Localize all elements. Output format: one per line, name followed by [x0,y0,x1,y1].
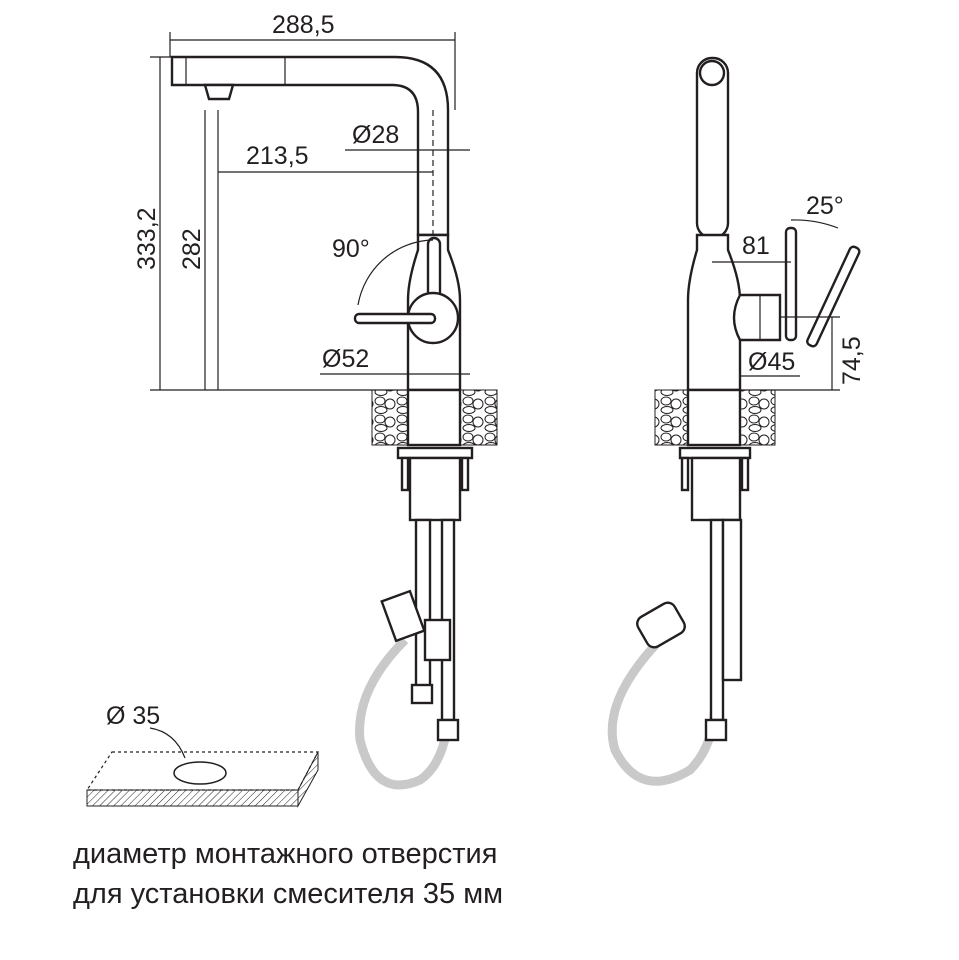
dim-handle-diameter: Ø45 [748,348,795,376]
dim-total-reach: 288,5 [272,11,335,39]
dim-aerator-reach: 213,5 [246,142,309,170]
dim-handle-angle: 90° [332,235,370,263]
caption-line-1: диаметр монтажного отверстия [73,838,498,870]
side-dimensions: 81 25° Ø45 74,5 [712,192,866,391]
dim-spout-diameter: Ø28 [352,121,399,149]
dim-handle-reach: 81 [742,232,770,260]
dim-spout-height: 282 [178,228,206,270]
caption-line-2: для установки смесителя 35 мм [73,878,504,910]
dim-handle-height: 74,5 [838,336,866,385]
dim-handle-tilt: 25° [806,192,844,220]
front-dimensions: 288,5 Ø28 213,5 333,2 282 90° Ø52 [133,11,470,391]
dim-hole-diameter: Ø 35 [106,702,160,730]
side-view-faucet [607,56,861,786]
mounting-hole-detail: Ø 35 [85,702,319,808]
dim-total-height: 333,2 [133,207,161,270]
front-view-faucet [170,55,498,790]
dim-body-diameter: Ø52 [322,345,369,373]
